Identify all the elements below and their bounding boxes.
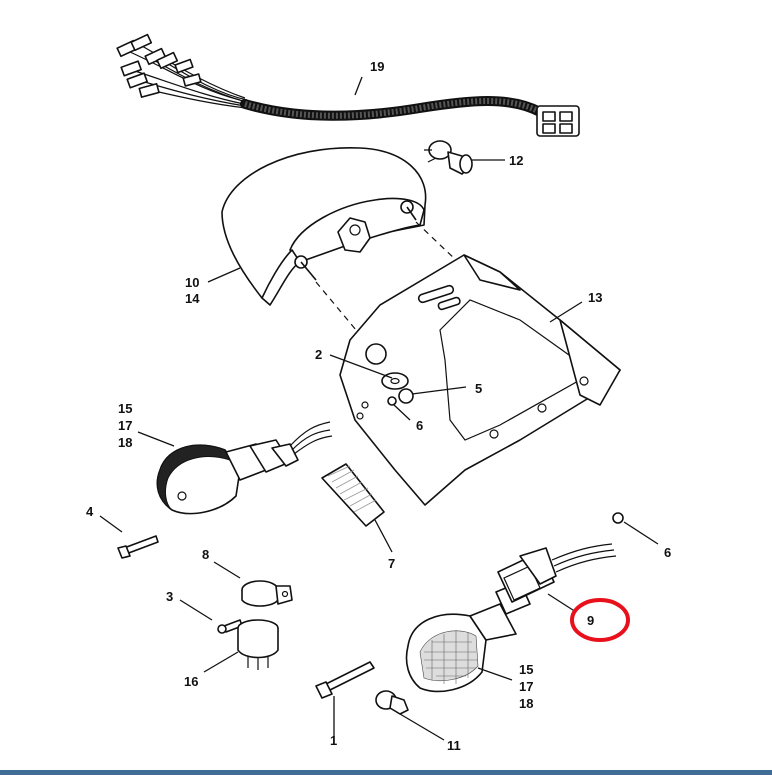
callout-8: 8 <box>202 547 209 562</box>
callout-2: 2 <box>315 347 322 362</box>
callout-4: 4 <box>86 504 94 519</box>
callout-6-lower: 6 <box>664 545 671 560</box>
callout-6-upper: 6 <box>416 418 423 433</box>
callout-15-lower: 15 <box>519 662 533 677</box>
callout-12: 12 <box>509 153 523 168</box>
callout-7: 7 <box>388 556 395 571</box>
turn-signal-lower-part-15-17-18 <box>405 543 617 693</box>
callout-14: 14 <box>185 291 200 306</box>
bulb-part-12 <box>424 140 505 175</box>
bottom-accent-bar <box>0 770 772 775</box>
pad-part-7 <box>321 463 393 553</box>
callout-17-upper: 17 <box>118 418 132 433</box>
highlight-circle <box>570 598 630 642</box>
nut-part-6-lower <box>612 512 659 545</box>
relay-part-16 <box>203 619 279 673</box>
mounting-bracket-part-13 <box>339 254 621 506</box>
callout-1: 1 <box>330 733 337 748</box>
callout-19: 19 <box>370 59 384 74</box>
callout-16: 16 <box>184 674 198 689</box>
callout-18-upper: 18 <box>118 435 132 450</box>
callout-3: 3 <box>166 589 173 604</box>
screw-part-3 <box>179 599 243 634</box>
callout-9: 9 <box>587 613 594 628</box>
callout-10: 10 <box>185 275 199 290</box>
callout-5: 5 <box>475 381 482 396</box>
washer-nut-parts-2-5-6 <box>329 354 467 421</box>
callout-11: 11 <box>447 738 461 753</box>
callout-15-upper: 15 <box>118 401 132 416</box>
callout-13: 13 <box>588 290 602 305</box>
screw-part-4 <box>99 515 159 559</box>
screw-part-1 <box>315 661 375 736</box>
callout-17-lower: 17 <box>519 679 533 694</box>
clamp-part-8 <box>213 561 293 607</box>
bulb-part-11 <box>375 690 445 741</box>
tail-lamp-part-10-14 <box>207 147 459 331</box>
wiring-harness-part-19 <box>116 33 580 137</box>
callout-18-lower: 18 <box>519 696 533 711</box>
turn-signal-upper-part-15-17-18 <box>137 421 333 515</box>
callout-labels: 19 12 10 14 13 2 5 6 15 17 18 4 7 6 9 8 … <box>86 59 671 753</box>
